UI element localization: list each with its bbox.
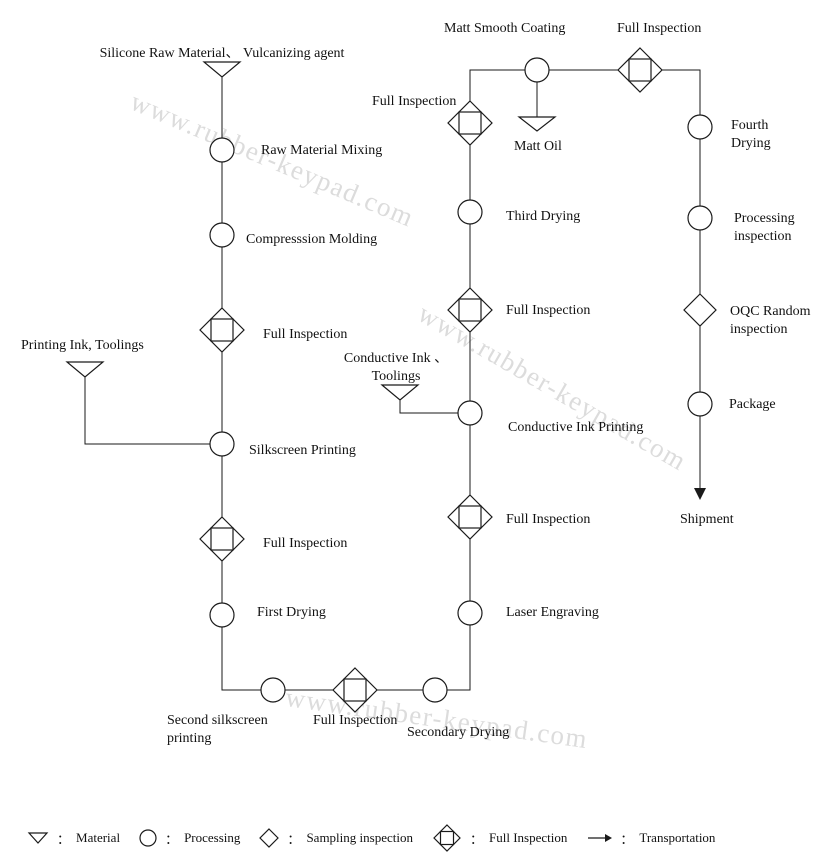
transportation-arrow-icon (588, 834, 613, 842)
label-second-silkscreen-printing: Second silkscreen printing (167, 713, 268, 747)
label-raw-material-mixing: Raw Material Mixing (261, 143, 383, 158)
legend-separator: ： (57, 831, 71, 847)
process-circle-laser-engraving (457, 600, 483, 626)
process-circle-conductive-ink-printing (457, 400, 483, 426)
process-circle-compression-molding (209, 222, 235, 248)
label-processing-inspection: Processing inspection (734, 211, 795, 245)
legend-separator: ： (287, 831, 301, 847)
processing-circle-icon (139, 829, 157, 847)
material-triangle-icon (27, 832, 49, 844)
label-laser-engraving: Laser Engraving (506, 605, 599, 620)
process-circle-silkscreen-printing (209, 431, 235, 457)
full-inspection-symbol-1 (199, 307, 245, 353)
material-triangle-printing-ink (65, 361, 105, 378)
label-conductive-ink-printing: Conductive Ink Printing (508, 420, 644, 435)
process-circle-fourth-drying (687, 114, 713, 140)
legend-item-full-inspection: ： Full Inspection (431, 822, 567, 854)
process-circle-third-drying (457, 199, 483, 225)
legend: ： Material ： Processing ： Sampling inspe… (26, 822, 806, 854)
label-silkscreen-printing: Silkscreen Printing (249, 443, 356, 458)
legend-label-full-inspection: Full Inspection (488, 830, 568, 845)
process-circle-package (687, 391, 713, 417)
label-full-inspection-4: Full Inspection (506, 512, 591, 527)
label-secondary-drying: Secondary Drying (407, 725, 510, 740)
legend-separator: ： (165, 831, 179, 847)
material-triangle-conductive-ink (380, 384, 420, 401)
full-inspection-symbol-7 (617, 47, 663, 93)
legend-item-sampling-inspection: ： Sampling inspection (258, 827, 413, 849)
full-inspection-symbol-5 (447, 287, 493, 333)
process-circle-raw-material-mixing (209, 137, 235, 163)
material-triangle-matt-oil (517, 116, 557, 132)
full-inspection-symbol-3 (332, 667, 378, 713)
label-package: Package (729, 397, 776, 412)
label-oqc-random-inspection: OQC Random inspection (730, 304, 811, 338)
legend-item-processing: ： Processing (138, 828, 240, 848)
process-circle-matt-smooth-coating (524, 57, 550, 83)
legend-label-processing: Processing (184, 830, 241, 845)
label-full-inspection-2: Full Inspection (263, 536, 348, 551)
label-printing-ink-toolings: Printing Ink, Toolings (21, 338, 144, 353)
legend-separator: ： (620, 831, 634, 847)
label-matt-oil: Matt Oil (514, 139, 562, 154)
full-inspection-symbol-2 (199, 516, 245, 562)
label-shipment: Shipment (680, 512, 734, 527)
sampling-diamond-icon (259, 828, 280, 848)
process-circle-second-silkscreen (260, 677, 286, 703)
flow-symbols (65, 47, 717, 713)
label-full-inspection-5: Full Inspection (506, 303, 591, 318)
legend-label-material: Material (76, 830, 121, 845)
label-fourth-drying: Fourth Drying (731, 118, 771, 152)
label-full-inspection-3: Full Inspection (313, 713, 398, 728)
label-first-drying: First Drying (257, 605, 326, 620)
material-triangle-silicone (202, 61, 242, 78)
shipment-arrowhead (694, 488, 706, 500)
full-inspection-symbol-4 (447, 494, 493, 540)
legend-item-transportation: ： Transportation (585, 829, 715, 848)
legend-label-sampling-inspection: Sampling inspection (306, 830, 413, 845)
sampling-diamond-oqc (683, 293, 717, 327)
full-inspection-diamond-icon (433, 824, 461, 852)
label-conductive-ink-toolings: Conductive Ink 、 Toolings (343, 351, 449, 385)
label-third-drying: Third Drying (506, 209, 581, 224)
connector-lines (84, 69, 701, 691)
legend-separator: ： (469, 831, 483, 847)
process-circle-secondary-drying (422, 677, 448, 703)
label-compression-molding: Compresssion Molding (246, 232, 378, 247)
legend-item-material: ： Material (26, 829, 120, 848)
label-matt-smooth-coating: Matt Smooth Coating (444, 21, 566, 36)
label-full-inspection-1: Full Inspection (263, 327, 348, 342)
label-silicone-material: Silicone Raw Material、 Vulcanizing agent (99, 46, 345, 61)
process-circle-processing-inspection (687, 205, 713, 231)
legend-label-transportation: Transportation (639, 830, 716, 845)
label-full-inspection-6: Full Inspection (372, 94, 457, 109)
label-full-inspection-7: Full Inspection (617, 21, 702, 36)
full-inspection-symbol-6 (447, 100, 493, 146)
process-circle-first-drying (209, 602, 235, 628)
